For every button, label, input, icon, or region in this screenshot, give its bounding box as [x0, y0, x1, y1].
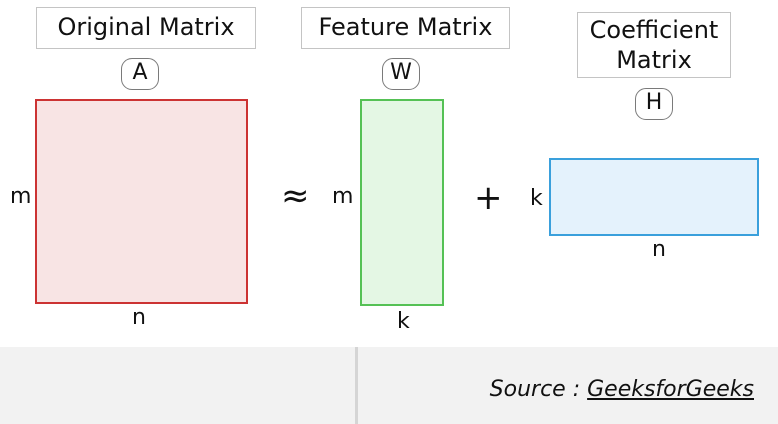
matrix-a	[35, 99, 248, 304]
matrix-h	[549, 158, 759, 236]
footer-divider	[355, 347, 358, 424]
feature-matrix-title: Feature Matrix	[301, 7, 510, 49]
coefficient-title-line-2: Matrix	[616, 46, 692, 74]
coefficient-title-line-1: Coefficient	[589, 16, 719, 44]
badge-a: A	[121, 58, 159, 90]
original-matrix-title-text: Original Matrix	[57, 13, 235, 41]
matrix-h-cols-label: n	[652, 237, 666, 262]
badge-w-label: W	[390, 60, 412, 85]
approx-operator: ≈	[281, 176, 310, 216]
source-prefix: Source :	[489, 377, 588, 402]
feature-matrix-title-text: Feature Matrix	[318, 13, 493, 41]
plus-operator: +	[474, 178, 503, 218]
matrix-h-rows-label: k	[530, 186, 543, 211]
matrix-w-cols-label: k	[397, 309, 410, 334]
badge-w: W	[382, 58, 420, 90]
original-matrix-title: Original Matrix	[36, 7, 256, 49]
matrix-w	[360, 99, 444, 306]
badge-a-label: A	[132, 60, 148, 85]
footer-bar	[0, 347, 778, 424]
badge-h: H	[635, 88, 673, 120]
badge-h-label: H	[645, 90, 663, 115]
matrix-w-rows-label: m	[332, 184, 354, 209]
source-caption: Source : GeeksforGeeks	[490, 375, 754, 405]
matrix-a-cols-label: n	[132, 305, 146, 330]
matrix-a-rows-label: m	[10, 184, 32, 209]
coefficient-matrix-title: Coefficient Matrix	[577, 12, 731, 78]
source-link[interactable]: GeeksforGeeks	[587, 377, 754, 402]
